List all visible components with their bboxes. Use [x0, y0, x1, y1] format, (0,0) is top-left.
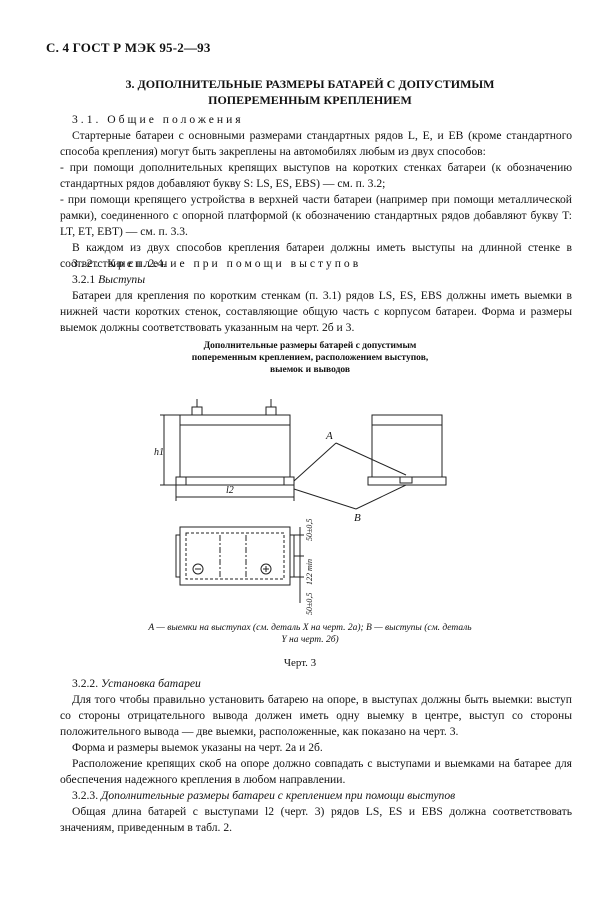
figure-caption-line1: Дополнительные размеры батарей с допусти…	[203, 341, 417, 351]
s323-title: Дополнительные размеры батареи с креплен…	[101, 789, 456, 802]
s31-paragraph-1: Стартерные батареи с основными размерами…	[60, 129, 572, 158]
s321-number: 3.2.1	[72, 273, 96, 286]
leader-a-right	[335, 442, 407, 476]
plan-ledge-left	[175, 534, 181, 578]
s321-title: Выступы	[98, 273, 146, 286]
terminal-positive-icon	[260, 563, 272, 575]
end-view-body	[371, 414, 443, 478]
section-title: 3. ДОПОЛНИТЕЛЬНЫЕ РАЗМЕРЫ БАТАРЕЙ С ДОПУ…	[60, 76, 560, 108]
s322-paragraph-2: Форма и размеры выемок указаны на черт. …	[72, 741, 323, 754]
legend-line1: A — выемки на выступах (см. деталь X на …	[148, 623, 472, 633]
s31-paragraph-4: В каждом из двух способов крепления бата…	[60, 241, 572, 270]
s322-title: Установка батареи	[101, 677, 201, 690]
s321-paragraph-1: Батареи для крепления по коротким стенка…	[60, 289, 572, 334]
s322-number: 3.2.2.	[72, 677, 99, 690]
s323-heading: 3.2.3. Дополнительные размеры батареи с …	[60, 788, 572, 804]
s31-paragraph-2: - при помощи дополнительных крепящих выс…	[60, 161, 572, 190]
side-view: h1 l2	[154, 399, 295, 501]
page-header: С. 4 ГОСТ Р МЭК 95-2—93	[46, 40, 211, 55]
end-view-base	[367, 476, 447, 486]
figure-caption-line2: попеременным креплением, расположением в…	[191, 353, 429, 363]
side-view-body	[179, 414, 291, 478]
l2-label: l2	[226, 485, 234, 496]
s323-number: 3.2.3.	[72, 789, 99, 802]
s322-paragraph-3: Расположение крепящих скоб на опоре долж…	[60, 757, 572, 786]
figure-number: Черт. 3	[283, 657, 317, 669]
s321-heading: 3.2.1 Выступы	[60, 272, 572, 288]
terminal-negative-icon	[192, 563, 204, 575]
dim-122-min: 122 min	[305, 559, 314, 585]
side-view-base-ledge	[175, 476, 295, 486]
leader-b-right	[355, 484, 407, 510]
end-view-notch	[399, 477, 413, 484]
dim-50-bottom: 50±0,5	[305, 593, 314, 615]
s322-heading: 3.2.2. Установка батареи	[60, 676, 572, 692]
s31-paragraph-3: - при помощи крепящего устройства в верх…	[60, 193, 572, 238]
end-view	[367, 414, 447, 486]
h1-label: h1	[154, 447, 164, 458]
leader-b-left	[293, 488, 357, 510]
label-a: A	[325, 430, 333, 442]
side-terminal-right	[265, 406, 277, 416]
dim-50-top: 50±0,5	[305, 519, 314, 541]
figure-caption: Дополнительные размеры батарей с допусти…	[150, 340, 470, 376]
plan-view-inner	[185, 532, 285, 580]
figure-legend: A — выемки на выступах (см. деталь X на …	[90, 622, 530, 646]
s322-paragraph-1: Для того чтобы правильно установить бата…	[60, 693, 572, 738]
section-title-line2: ПОПЕРЕМЕННЫМ КРЕПЛЕНИЕМ	[208, 93, 412, 107]
s32-heading: 3.2. Крепление при помощи выступов	[72, 257, 362, 270]
section-title-line1: 3. ДОПОЛНИТЕЛЬНЫЕ РАЗМЕРЫ БАТАРЕЙ С ДОПУ…	[125, 77, 495, 91]
label-b: B	[354, 512, 361, 524]
figure-caption-line3: выемок и выводов	[269, 365, 351, 375]
s323-paragraph-1: Общая длина батарей с выступами l2 (черт…	[60, 805, 572, 834]
leader-a-left	[293, 442, 337, 482]
plan-view-body	[179, 526, 291, 586]
leaders: A B	[293, 430, 407, 524]
s31-heading: 3.1. Общие положения	[72, 113, 244, 126]
plan-view: 50±0,5 122 min 50±0,5	[175, 519, 314, 615]
plan-ledge-right	[289, 534, 295, 578]
battery-drawing: h1 l2 A B	[154, 399, 447, 615]
legend-line2: Y на черт. 2б)	[281, 635, 339, 645]
side-terminal-left	[191, 406, 203, 416]
